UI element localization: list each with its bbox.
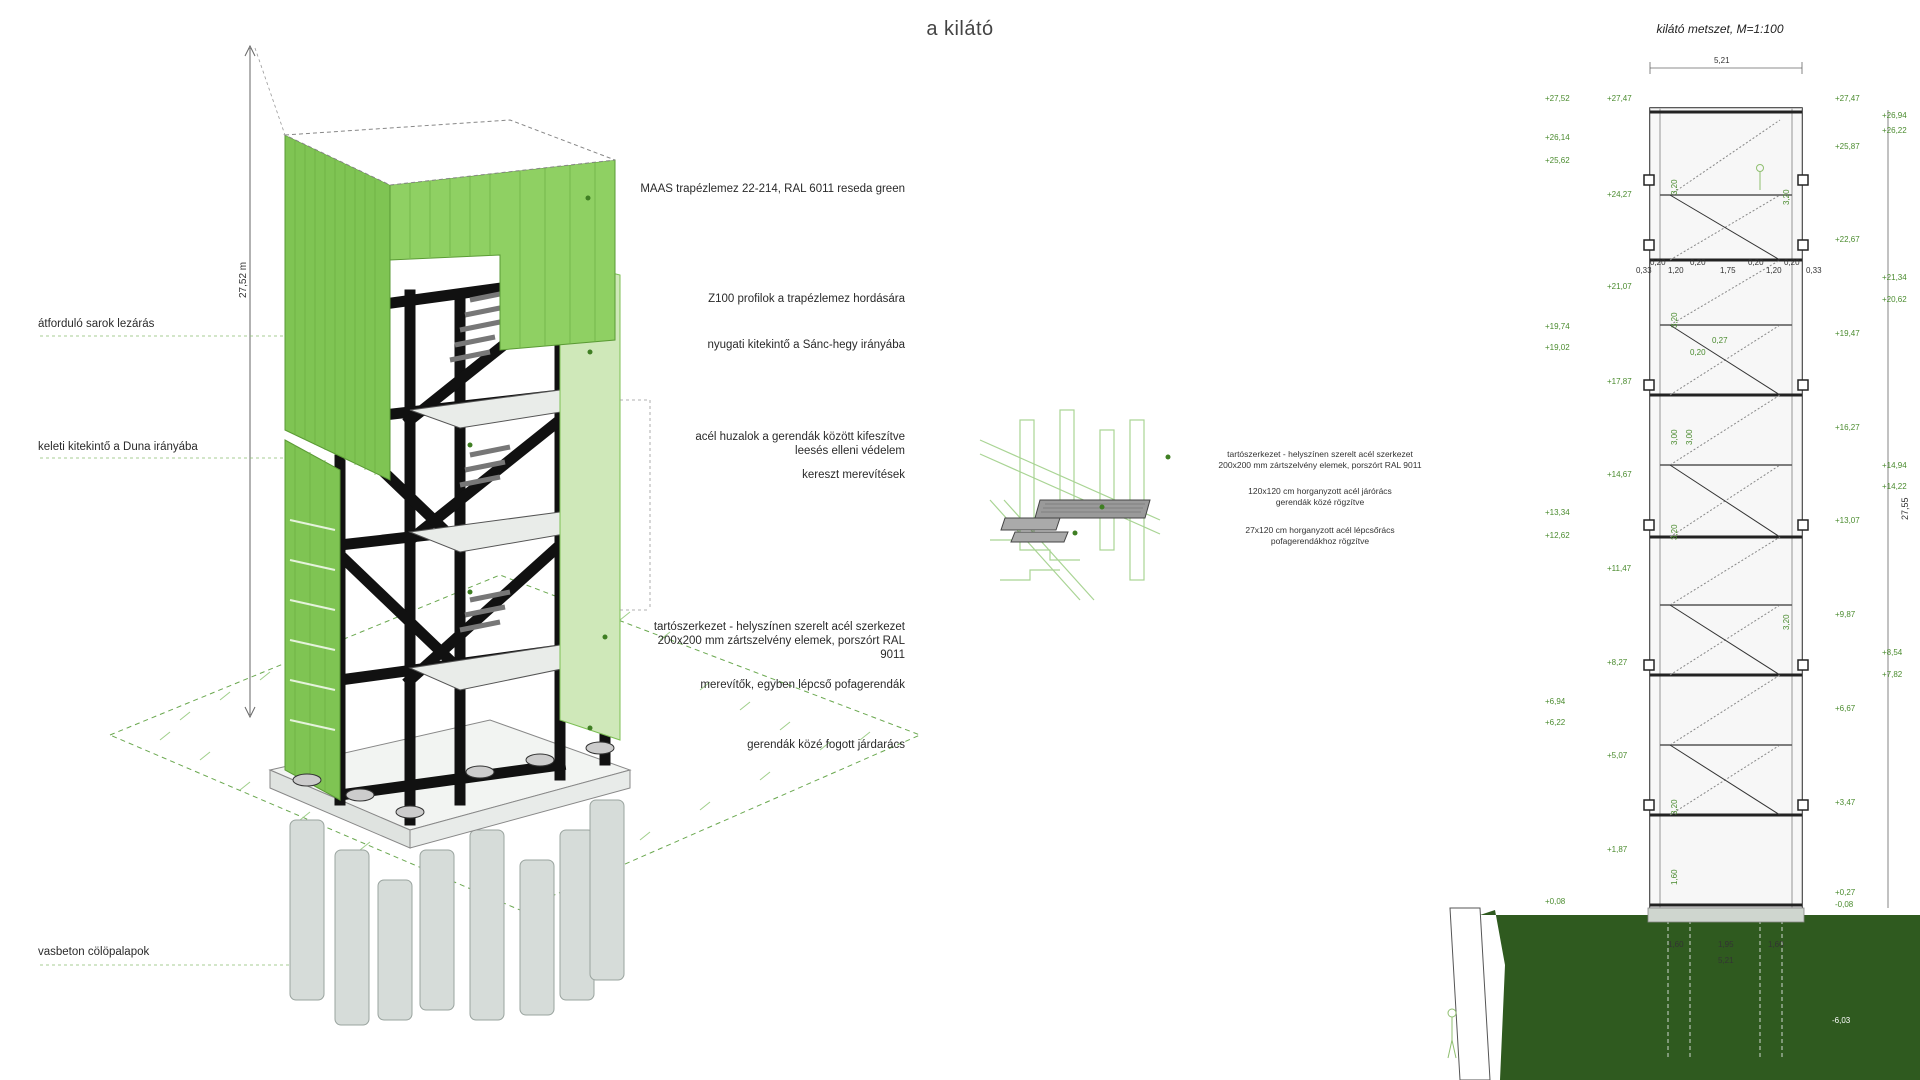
- green-cladding-side: [284, 439, 341, 801]
- level-label: +14,94: [1882, 461, 1907, 470]
- level-label: +20,62: [1882, 295, 1907, 304]
- level-label: +5,07: [1607, 751, 1628, 760]
- section-height-dim: 27,55: [1900, 497, 1910, 520]
- flight-dim: 3,00: [1685, 429, 1694, 445]
- level-label: +26,94: [1882, 111, 1907, 120]
- flight-dim: 3,00: [1670, 429, 1679, 445]
- flight-dim: 3,20: [1670, 799, 1679, 815]
- stair-dim: 1,75: [1720, 266, 1736, 275]
- level-label: +3,47: [1835, 798, 1856, 807]
- foundation-dim: 1,60: [1768, 940, 1784, 949]
- flight-dim: 3,20: [1670, 179, 1679, 195]
- level-label: +26,22: [1882, 126, 1907, 135]
- level-label: +6,67: [1835, 704, 1856, 713]
- label-cross-bracing: kereszt merevítések: [802, 469, 905, 481]
- level-label: +26,14: [1545, 133, 1570, 142]
- detail-label-structure: tartószerkezet - helyszínen szerelt acél…: [1218, 449, 1422, 470]
- level-label: +19,02: [1545, 343, 1570, 352]
- stair-dim: 0,20: [1748, 258, 1764, 267]
- label-grating: gerendák közé fogott járdarács: [747, 739, 905, 751]
- level-label: +25,87: [1835, 142, 1860, 151]
- level-label: +1,87: [1607, 845, 1628, 854]
- foundation-dim: 1,95: [1718, 940, 1734, 949]
- level-label: +14,67: [1607, 470, 1632, 479]
- stair-dim: 0,20: [1690, 258, 1706, 267]
- level-label: +19,74: [1545, 322, 1570, 331]
- level-label: +16,27: [1835, 423, 1860, 432]
- level-label: +22,67: [1835, 235, 1860, 244]
- level-label: +0,08: [1545, 897, 1566, 906]
- label-east-view: keleti kitekintő a Duna irányába: [38, 441, 198, 453]
- flight-dim: 3,20: [1670, 524, 1679, 540]
- level-label: +6,94: [1545, 697, 1566, 706]
- floor-plates: [408, 389, 607, 691]
- concrete-piles: [289, 799, 625, 1026]
- level-label: +6,22: [1545, 718, 1566, 727]
- stair-dim: 0,20: [1690, 348, 1706, 357]
- section-drawing: [1310, 62, 1920, 1080]
- height-dimension: [244, 44, 256, 719]
- level-label: +25,62: [1545, 156, 1570, 165]
- pile-caps: [292, 741, 615, 819]
- stair-dim: 1,20: [1766, 266, 1782, 275]
- level-label: +21,34: [1882, 273, 1907, 282]
- section-title: kilátó metszet, M=1:100: [1656, 22, 1784, 36]
- stair-detail-drawing: [979, 409, 1171, 601]
- terrain: [1480, 910, 1920, 1080]
- label-west-view: nyugati kitekintő a Sánc-hegy irányába: [707, 339, 905, 351]
- person-figure: [1447, 164, 1764, 1059]
- section-width-dim: 5,21: [1714, 56, 1730, 65]
- detail-label-grating: 120x120 cm horganyzott acél járórács ger…: [1248, 486, 1392, 507]
- level-label: +14,22: [1882, 482, 1907, 491]
- label-structure: tartószerkezet - helyszínen szerelt acél…: [653, 621, 905, 661]
- ground-plane: [108, 574, 922, 911]
- flight-dim: 3,20: [1782, 614, 1791, 630]
- axonometric-drawing: [40, 44, 922, 1026]
- foundation-width-dim: 5,21: [1718, 956, 1734, 965]
- foundation-level: -6,03: [1832, 1016, 1851, 1025]
- level-label: +7,82: [1882, 670, 1903, 679]
- floor-beams: [1650, 110, 1802, 907]
- label-cladding: MAAS trapézlemez 22-214, RAL 6011 reseda…: [640, 183, 905, 195]
- stair-dim: 0,27: [1712, 336, 1728, 345]
- level-label: +11,47: [1607, 564, 1632, 573]
- stair-dim: 1,20: [1668, 266, 1684, 275]
- level-label: +9,87: [1835, 610, 1856, 619]
- level-label: +12,62: [1545, 531, 1570, 540]
- flight-dim: 1,60: [1670, 869, 1679, 885]
- level-label: +0,27: [1835, 888, 1856, 897]
- level-label: +13,07: [1835, 516, 1860, 525]
- label-concrete-piles: vasbeton cölöpalapok: [38, 946, 150, 958]
- page-title: a kilátó: [926, 18, 994, 40]
- level-label: +8,54: [1882, 648, 1903, 657]
- level-label: +27,47: [1835, 94, 1860, 103]
- label-steel-wires: acél huzalok a gerendák között kifeszítv…: [695, 431, 905, 457]
- flight-dim: 3,20: [1670, 312, 1679, 328]
- level-label: -0,08: [1835, 900, 1854, 909]
- stair-dim: 0,33: [1636, 266, 1652, 275]
- stair-dim: 0,33: [1806, 266, 1822, 275]
- height-dimension-label: 27,52 m: [238, 261, 249, 298]
- level-label: +17,87: [1607, 377, 1632, 386]
- stair-dim: 0,20: [1784, 258, 1800, 267]
- label-corner-closure: átforduló sarok lezárás: [38, 318, 155, 330]
- green-cladding-top: [283, 119, 616, 481]
- stair-dim: 0,20: [1650, 258, 1666, 267]
- detail-label-stair-grating: 27x120 cm horganyzott acél lépcsőrács po…: [1245, 525, 1395, 546]
- level-label: +19,47: [1835, 329, 1860, 338]
- level-label: +13,34: [1545, 508, 1570, 517]
- label-stiffeners: merevítők, egyben lépcső pofagerendák: [700, 679, 905, 691]
- level-label: +24,27: [1607, 190, 1632, 199]
- level-label: +8,27: [1607, 658, 1628, 667]
- level-label: +27,47: [1607, 94, 1632, 103]
- section-piles: [1667, 920, 1783, 1060]
- level-label: +21,07: [1607, 282, 1632, 291]
- label-z100-profiles: Z100 profilok a trapézlemez hordására: [708, 293, 905, 305]
- flight-dim: 3,20: [1782, 189, 1791, 205]
- level-label: +27,52: [1545, 94, 1570, 103]
- foundation-dim: 1,60: [1668, 940, 1684, 949]
